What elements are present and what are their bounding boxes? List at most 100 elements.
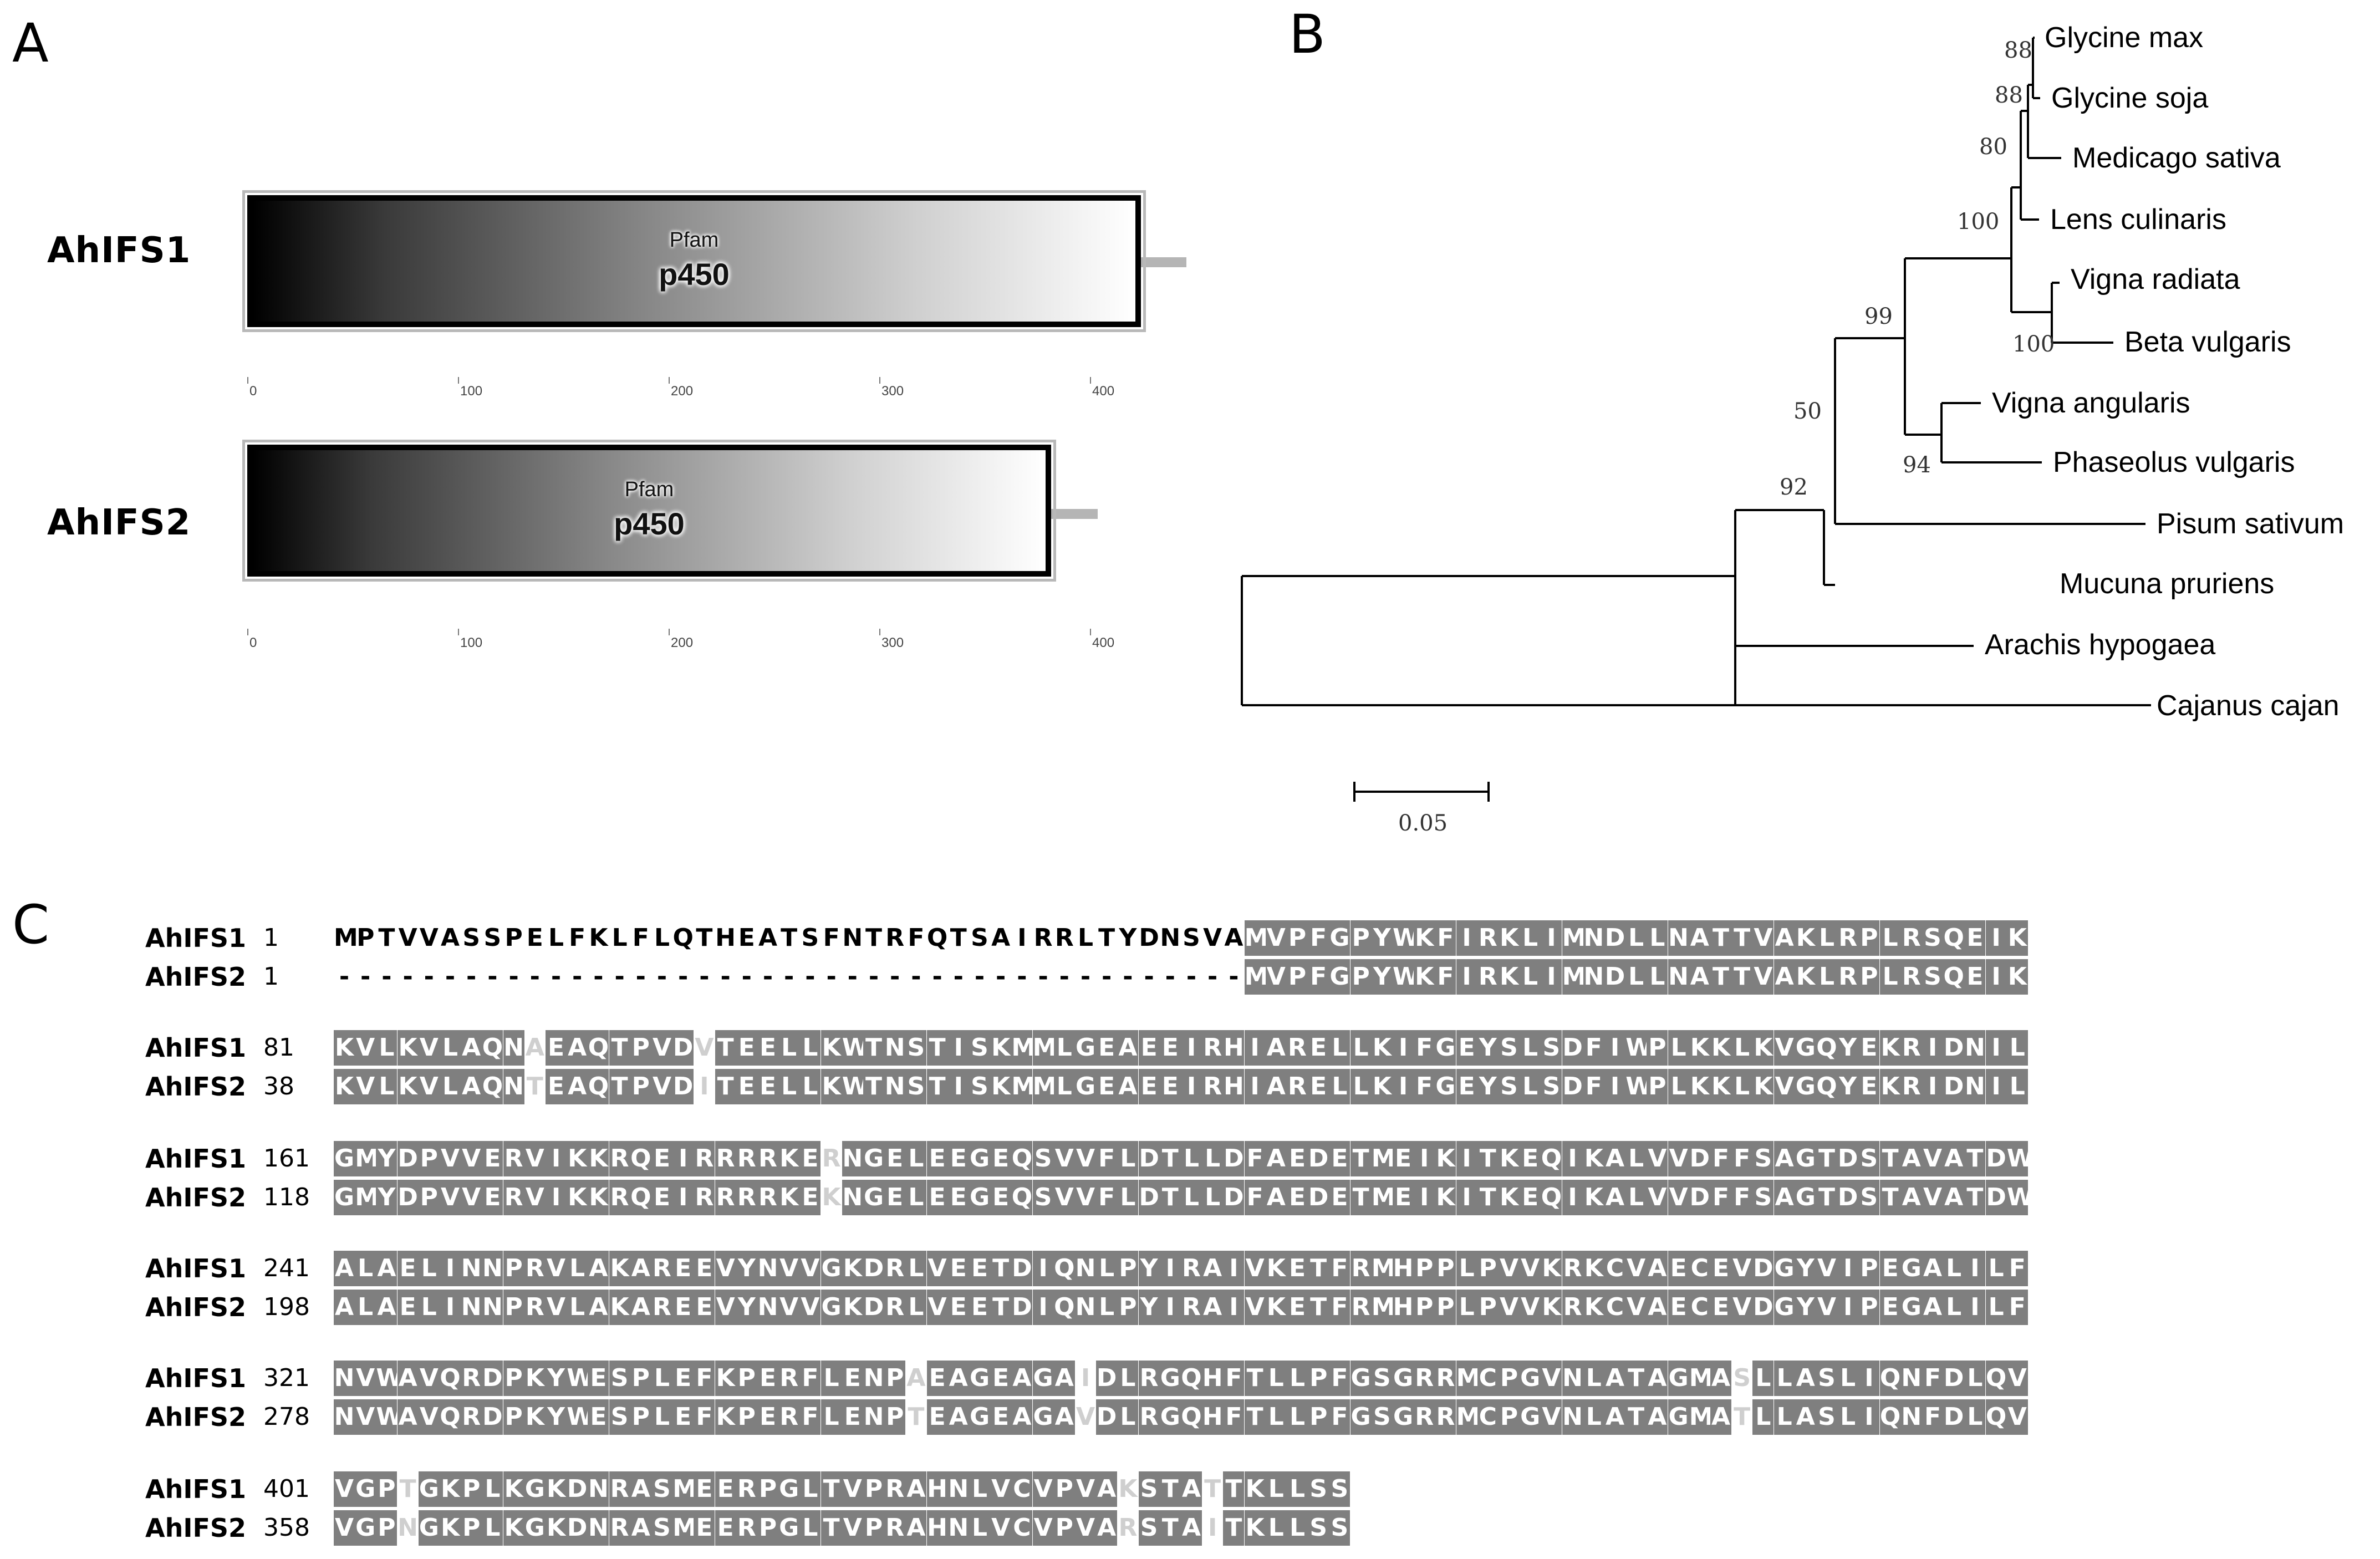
residue: Q <box>1541 1141 1562 1176</box>
residue: S <box>1138 1471 1160 1507</box>
residue: I <box>1922 1069 1943 1104</box>
residue: G <box>1900 1251 1922 1286</box>
residue: R <box>1350 1290 1372 1325</box>
residue: E <box>738 924 755 952</box>
residue: L <box>482 1471 503 1507</box>
residue: P <box>630 1361 651 1396</box>
residue: A <box>1181 1471 1202 1507</box>
sequence-start-position: 1 <box>263 924 279 952</box>
residue: G <box>969 1141 990 1176</box>
residue: E <box>757 1399 778 1435</box>
residue: L <box>820 1399 842 1435</box>
residue: V <box>715 1290 736 1325</box>
residue: A <box>1096 1510 1118 1546</box>
residue: L <box>1943 1290 1965 1325</box>
residue: W <box>842 1069 869 1104</box>
residue: V <box>440 1180 461 1215</box>
residue: I <box>1208 1514 1217 1542</box>
residue: L <box>799 1471 821 1507</box>
residue: - <box>551 962 562 991</box>
bootstrap-value: 88 <box>1995 83 2023 108</box>
residue: - <box>1186 962 1197 991</box>
residue: V <box>355 1030 376 1066</box>
residue: K <box>503 1471 524 1507</box>
residue: D <box>1752 1251 1774 1286</box>
residue: - <box>1080 962 1091 991</box>
residue: R <box>694 1141 715 1176</box>
residue: E <box>1308 1030 1329 1066</box>
sequence-start-position: 118 <box>263 1183 310 1211</box>
residue: E <box>672 1361 694 1396</box>
residue: E <box>1287 1141 1308 1176</box>
residue: A <box>525 1033 544 1062</box>
residue: P <box>376 1510 397 1546</box>
residue: Q <box>672 924 694 952</box>
residue: K <box>1795 959 1816 995</box>
residue: I <box>1562 1180 1583 1215</box>
residue: L <box>1731 1069 1753 1104</box>
residue: L <box>1625 920 1647 956</box>
panel-label-c: C <box>12 894 50 956</box>
residue: R <box>503 1180 524 1215</box>
residue: D <box>1943 1030 1965 1066</box>
residue: E <box>926 1361 948 1396</box>
residue: F <box>1329 1399 1350 1435</box>
residue: E <box>757 1069 778 1104</box>
residue: D <box>1985 1141 2007 1176</box>
residue: R <box>609 1471 630 1507</box>
residue: M <box>334 924 358 952</box>
residue: I <box>1456 1141 1477 1176</box>
residue: N <box>1900 1361 1922 1396</box>
residue: A <box>1943 1180 1965 1215</box>
residue: R <box>1435 1361 1456 1396</box>
ruler-tick-label: 0 <box>249 384 257 399</box>
residue: E <box>799 1141 821 1176</box>
residue: V <box>1773 1030 1795 1066</box>
residue: Q <box>588 1069 609 1104</box>
residue: V <box>1520 1251 1541 1286</box>
residue: R <box>1054 924 1074 952</box>
residue: D <box>1138 1141 1160 1176</box>
residue: L <box>1583 1361 1604 1396</box>
residue: P <box>1350 959 1372 995</box>
residue: E <box>799 1180 821 1215</box>
residue: G <box>1668 1399 1689 1435</box>
residue: E <box>1096 1069 1118 1104</box>
residue: A <box>1922 1290 1943 1325</box>
residue: I <box>1964 1251 1986 1286</box>
residue: A <box>334 1251 355 1286</box>
residue: Q <box>1053 1290 1075 1325</box>
residue: L <box>799 1030 821 1066</box>
residue: P <box>1647 1069 1668 1104</box>
residue: N <box>1583 920 1604 956</box>
residue: Q <box>482 1069 503 1104</box>
residue: P <box>1858 920 1880 956</box>
residue: K <box>820 1069 842 1104</box>
residue: L <box>905 1251 927 1286</box>
residue: - <box>1165 962 1175 991</box>
residue: K <box>440 1510 461 1546</box>
residue: F <box>1223 1399 1245 1435</box>
residue: M <box>1562 959 1586 995</box>
residue: E <box>672 1251 694 1286</box>
residue: T <box>990 1251 1012 1286</box>
residue: S <box>1032 1141 1054 1176</box>
residue: - <box>805 962 816 991</box>
residue: R <box>694 1180 715 1215</box>
residue: S <box>1922 959 1943 995</box>
residue: K <box>822 1183 841 1211</box>
residue: Q <box>630 1180 651 1215</box>
residue: - <box>572 962 583 991</box>
residue: R <box>503 1141 524 1176</box>
residue: L <box>1287 1510 1308 1546</box>
residue: G <box>1075 1069 1096 1104</box>
residue: K <box>1499 920 1520 956</box>
residue: W <box>376 1399 403 1435</box>
residue: K <box>1752 1030 1774 1066</box>
residue: M <box>1562 920 1586 956</box>
residue: K <box>546 1471 567 1507</box>
residue: N <box>884 1069 906 1104</box>
residue: F <box>1414 1030 1435 1066</box>
residue: F <box>2006 1251 2028 1286</box>
residue: T <box>863 1069 884 1104</box>
